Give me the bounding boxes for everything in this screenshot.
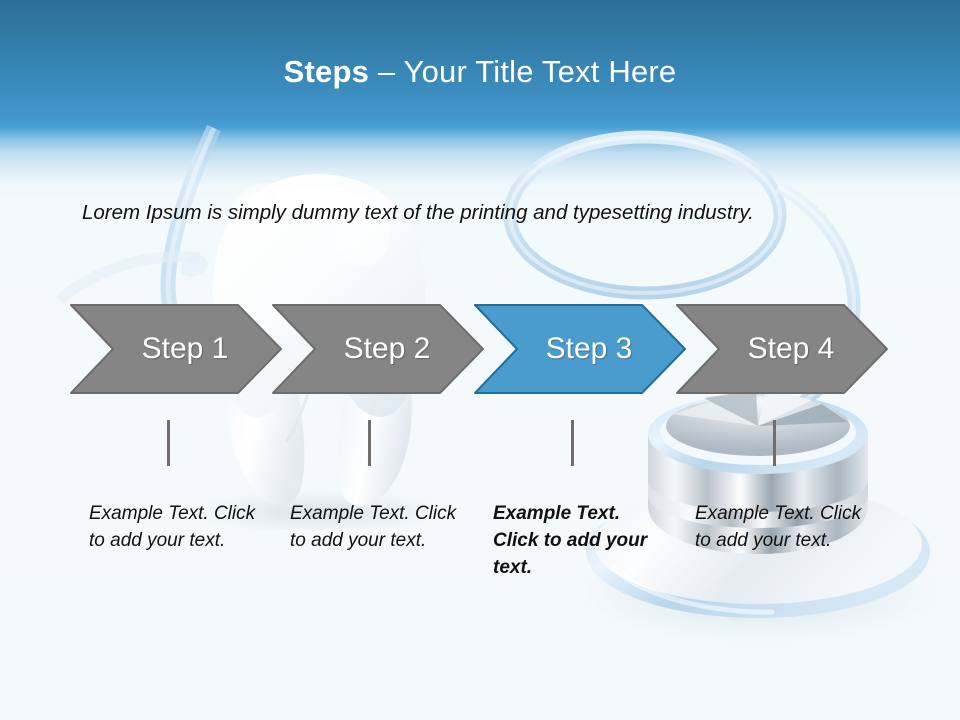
header-gradient-band	[0, 0, 960, 200]
process-step-1-label: Step 1	[141, 332, 229, 365]
process-step-4[interactable]: Step 4	[676, 304, 888, 394]
process-step-1[interactable]: Step 1	[70, 304, 282, 394]
process-step-2[interactable]: Step 2	[272, 304, 484, 394]
chevron-shape-2	[272, 304, 484, 394]
title-rest: – Your Title Text Here	[369, 54, 677, 89]
chevron-shape-1	[70, 304, 282, 394]
title-strong: Steps	[283, 54, 370, 89]
connector-tick-1	[167, 420, 170, 466]
chevron-shape-3	[474, 304, 686, 394]
caption-step-1[interactable]: Example Text. Click to add your text.	[89, 503, 256, 551]
process-step-2-label: Step 2	[343, 332, 431, 365]
slide-title: Steps – Your Title Text Here	[0, 52, 960, 92]
connector-tick-2	[368, 420, 371, 466]
process-step-3-label: Step 3	[545, 332, 633, 365]
process-step-3[interactable]: Step 3	[474, 304, 686, 394]
body-paragraph: Lorem Ipsum is simply dummy text of the …	[82, 201, 754, 224]
process-step-4-label: Step 4	[747, 332, 835, 365]
caption-step-3[interactable]: Example Text. Click to add your text.	[493, 503, 648, 578]
connector-tick-3	[571, 420, 574, 466]
process-chevron-row: Step 1 Step 2 Step 3	[0, 304, 960, 396]
chevron-shape-4	[676, 304, 888, 394]
connector-tick-4	[773, 420, 776, 466]
caption-step-2[interactable]: Example Text. Click to add your text.	[290, 503, 457, 551]
caption-step-4[interactable]: Example Text. Click to add your text.	[695, 503, 862, 551]
